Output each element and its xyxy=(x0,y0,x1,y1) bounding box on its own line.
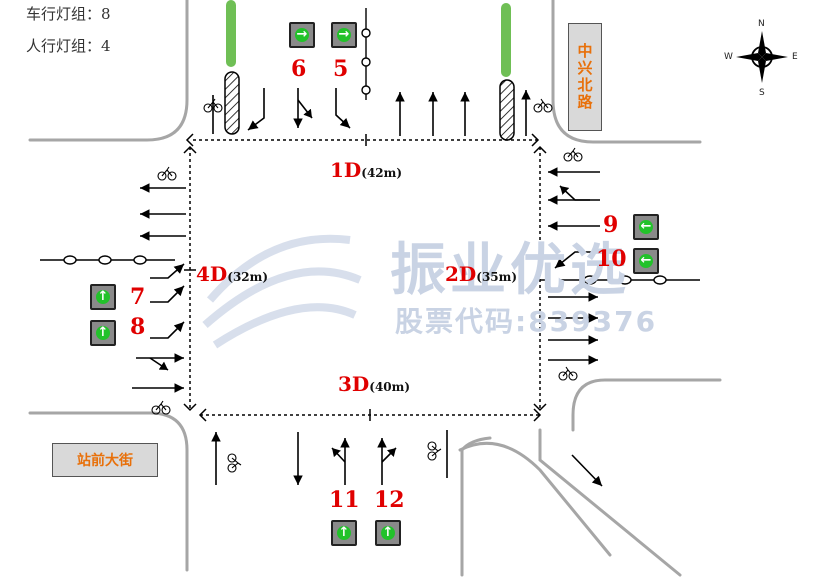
bicycle-icon xyxy=(563,147,583,162)
signal-head-8: ↑ xyxy=(90,320,116,346)
signal-head-11: ↑ xyxy=(331,520,357,546)
signal-number-6: 6 xyxy=(291,56,307,82)
signal-number-12: 12 xyxy=(374,487,405,513)
bicycle-icon xyxy=(227,453,242,473)
arrow-icon: ↑ xyxy=(97,289,109,304)
curb-se xyxy=(571,378,722,432)
bicycle-icons xyxy=(151,98,583,473)
arrow-icon: ↑ xyxy=(97,325,109,340)
crosswalk-label-4d: 4D(32m) xyxy=(196,262,269,286)
bicycle-icon xyxy=(558,366,578,381)
north-approach-arrows xyxy=(212,88,531,136)
signal-head-12: ↑ xyxy=(375,520,401,546)
pedestrian-signal-group-count: 人行灯组：4 xyxy=(26,37,111,55)
crosswalk-label-3d: 3D(40m) xyxy=(338,372,411,396)
arrow-icon: ← xyxy=(640,219,652,234)
bicycle-icon xyxy=(157,166,177,181)
signal-number-11: 11 xyxy=(329,487,360,513)
arrow-icon: ← xyxy=(640,253,652,268)
arrow-icon: → xyxy=(338,27,350,42)
crosswalk-label-1d: 1D(42m) xyxy=(330,158,403,182)
arrow-icon: → xyxy=(296,27,308,42)
compass-e: E xyxy=(792,52,798,62)
signal-number-7: 7 xyxy=(130,284,146,310)
vehicle-signal-group-count: 车行灯组：8 xyxy=(26,5,111,23)
east-approach-arrows xyxy=(548,167,600,365)
south-approach-arrows xyxy=(211,430,603,487)
hatched-island-left xyxy=(224,71,240,135)
road-edges xyxy=(28,0,722,577)
signal-number-10: 10 xyxy=(596,246,627,272)
ped-pole-east xyxy=(560,275,700,285)
arrow-icon: ↑ xyxy=(382,525,394,540)
street-sign-north-south: 中兴北路 xyxy=(568,23,602,131)
curb-sw xyxy=(28,411,189,572)
signal-head-9: ← xyxy=(633,214,659,240)
watermark-stock-code: 股票代码:839376 xyxy=(395,305,658,338)
street-sign-west: 站前大街 xyxy=(52,443,158,477)
bicycle-icon xyxy=(151,400,171,415)
signal-number-5: 5 xyxy=(333,56,349,82)
curb-ne xyxy=(551,0,702,144)
compass-s: S xyxy=(759,88,765,98)
signal-head-6: → xyxy=(289,22,315,48)
compass-rose-icon xyxy=(736,31,788,83)
signal-head-7: ↑ xyxy=(90,284,116,310)
watermark-text: 振业优选 xyxy=(390,238,630,303)
signal-head-5: → xyxy=(331,22,357,48)
bicycle-icon xyxy=(533,98,553,113)
ped-pole-north xyxy=(361,8,371,100)
compass-w: W xyxy=(724,52,733,62)
hatched-island-right xyxy=(499,79,515,141)
slip-road-outer xyxy=(458,441,612,557)
bicycle-icon xyxy=(427,441,442,461)
curb-south-east-leg xyxy=(460,436,492,452)
watermark-logo xyxy=(202,234,362,349)
compass-n: N xyxy=(758,19,765,29)
bicycle-icon xyxy=(203,98,223,113)
slip-road-inner xyxy=(538,428,682,577)
curb-nw xyxy=(28,0,189,142)
signal-number-8: 8 xyxy=(130,314,146,340)
signal-head-10: ← xyxy=(633,248,659,274)
signal-number-9: 9 xyxy=(603,212,619,238)
arrow-icon: ↑ xyxy=(338,525,350,540)
crosswalk-label-2d: 2D(35m) xyxy=(445,262,518,286)
crosswalk-arrowheads xyxy=(183,133,547,422)
west-approach-arrows xyxy=(132,183,186,393)
ped-pole-west xyxy=(40,255,175,265)
